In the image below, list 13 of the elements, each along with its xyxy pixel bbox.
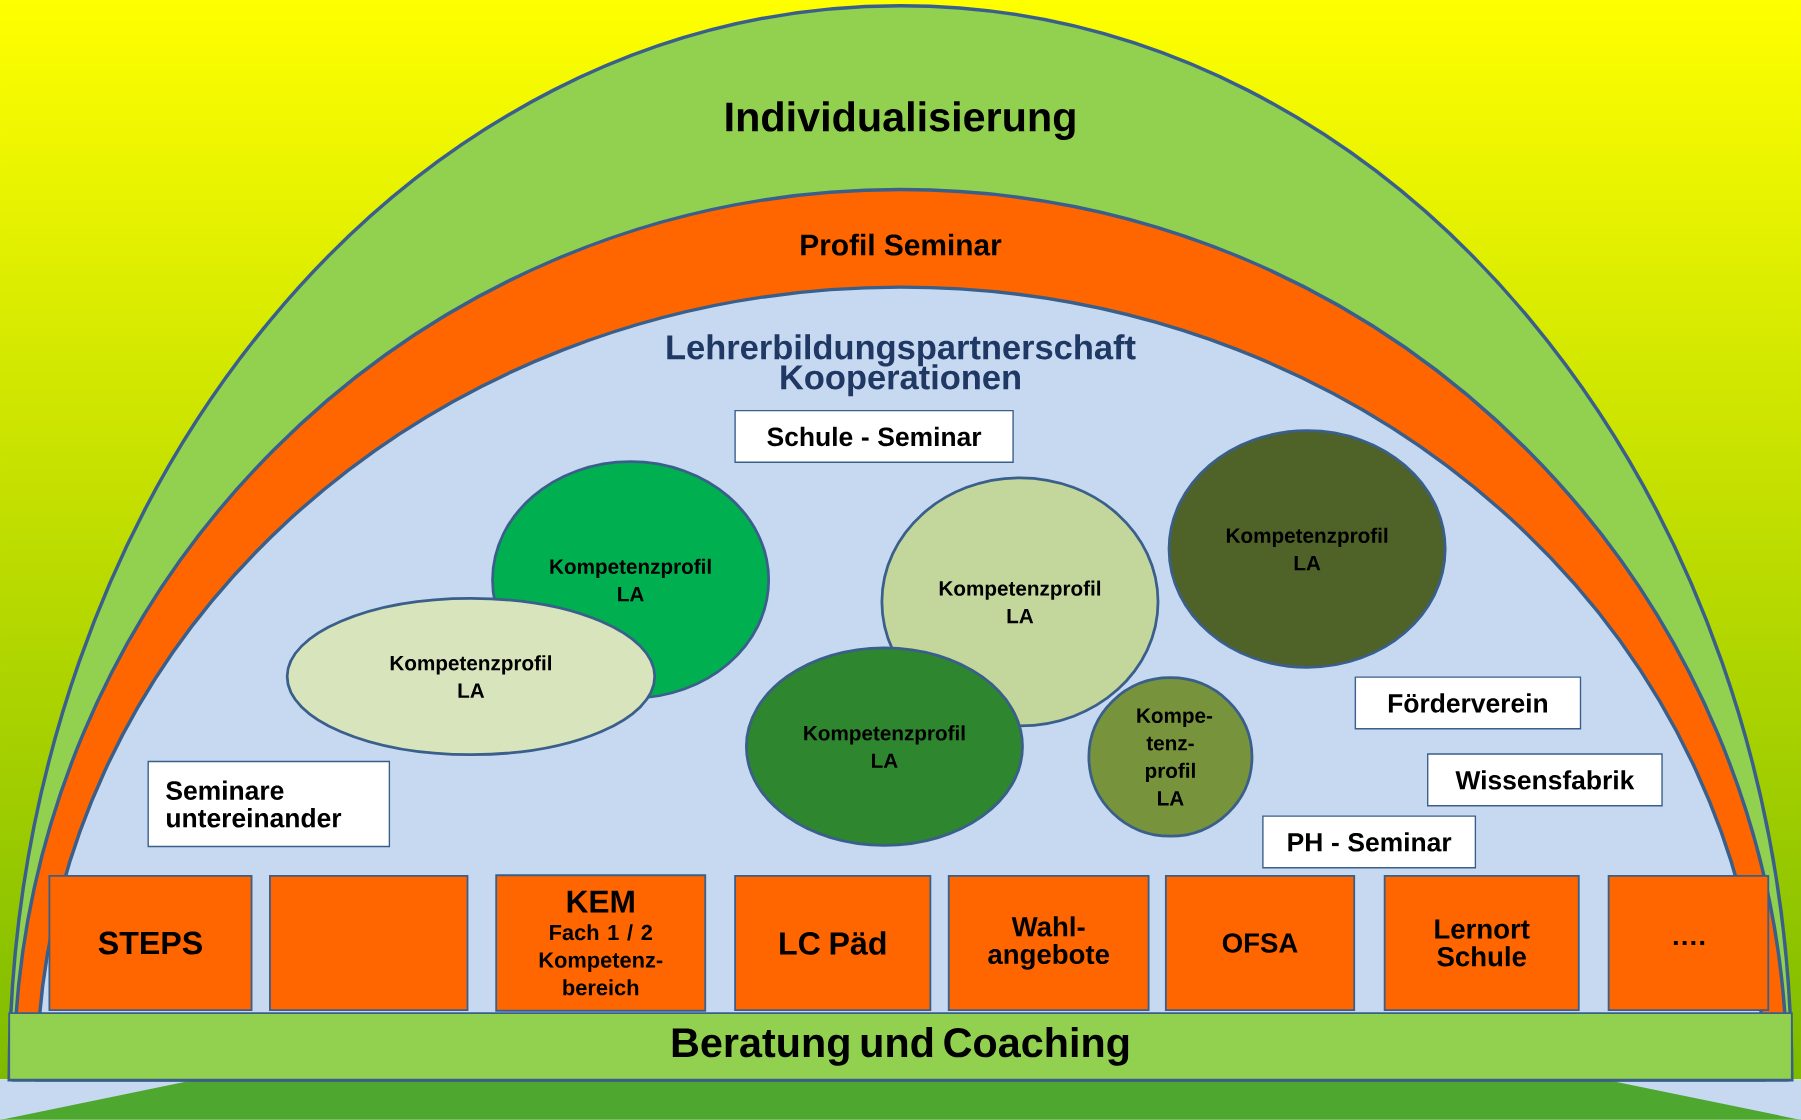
module-box: OFSA: [1164, 874, 1356, 1012]
module-box: KEM Fach 1 / 2 Kompetenz- bereich: [495, 874, 707, 1012]
module-box: ….: [1607, 874, 1770, 1012]
module-box: Lernort Schule: [1383, 874, 1580, 1012]
label-box: Seminare untereinander: [147, 760, 391, 848]
label-box: Förderverein: [1354, 676, 1582, 730]
module-box: Wahl- angebote: [947, 874, 1150, 1012]
label-box: Wissensfabrik: [1427, 753, 1663, 807]
module-box: [269, 874, 469, 1012]
label-box: PH - Seminar: [1262, 815, 1477, 869]
label-box: Schule - Seminar: [734, 410, 1014, 464]
module-box: LC Päd: [734, 874, 932, 1012]
module-box: STEPS: [48, 874, 253, 1012]
